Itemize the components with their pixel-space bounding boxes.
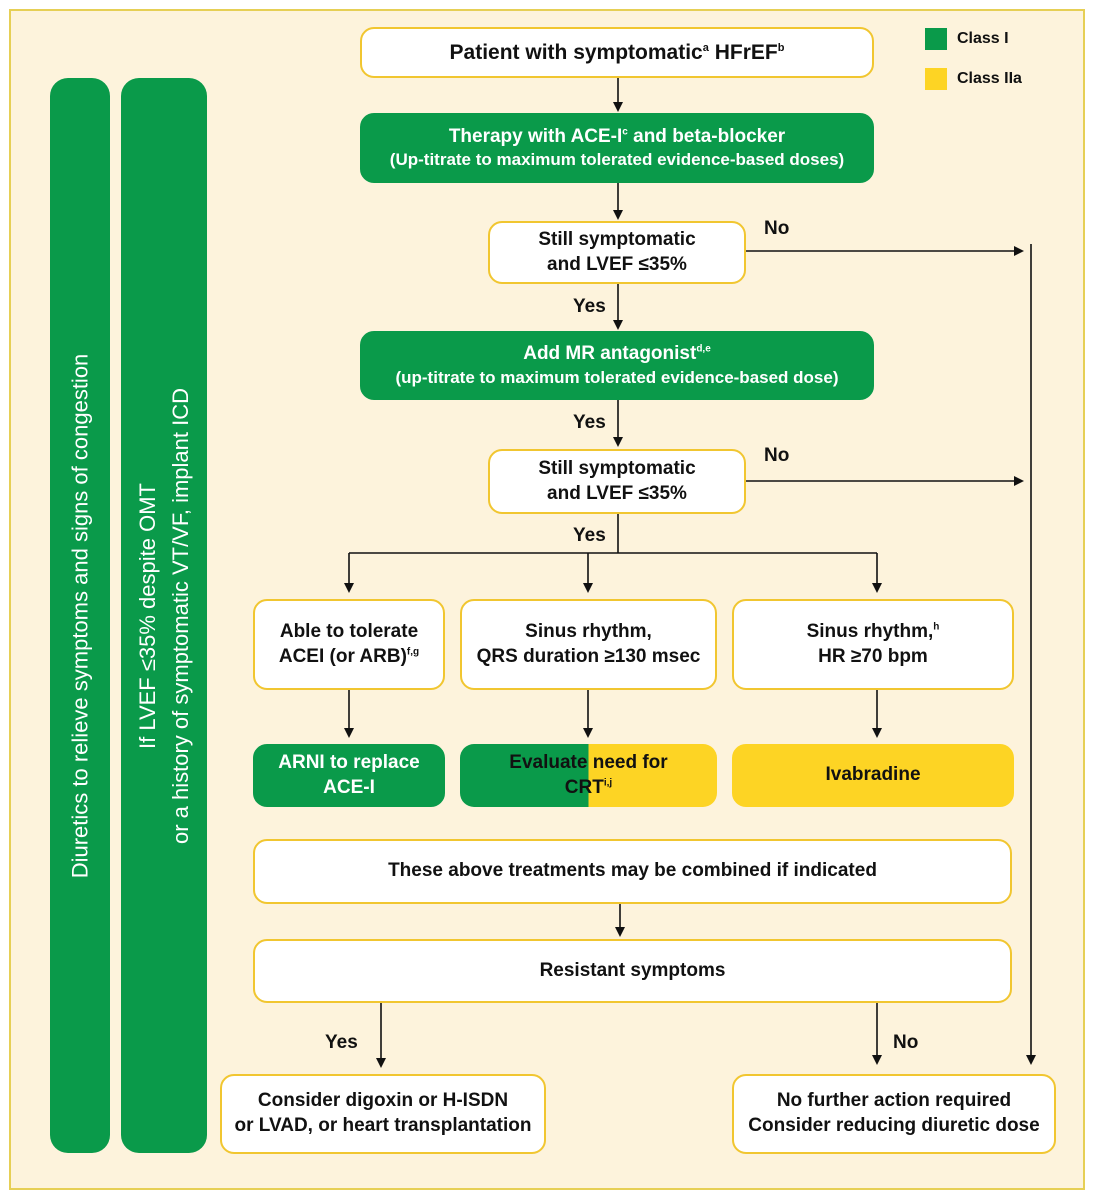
edge-label-yes-1: Yes	[573, 296, 606, 317]
node-digoxin-line2: or LVAD, or heart transplantation	[234, 1115, 532, 1136]
node-tolerate-line1: Able to tolerate	[279, 620, 419, 642]
icd-bar: If LVEF ≤35% despite OMT or a history of…	[121, 78, 207, 1153]
icd-bar-line1: If LVEF ≤35% despite OMT	[135, 482, 160, 749]
node-digoxin-line1: Consider digoxin or H-ISDN	[257, 1090, 509, 1112]
node-sinus-qrs: Sinus rhythm, QRS duration ≥130 msec	[460, 599, 717, 690]
node-arni-line2: ACE-I	[323, 776, 375, 798]
node-sinus-hr-line2: HR ≥70 bpm	[818, 645, 928, 667]
node-start-text: Patient with symptomatica HFrEFb	[449, 40, 785, 64]
legend-label-class-2a: Class IIa	[957, 70, 1022, 87]
node-therapy-line2: (Up-titrate to maximum tolerated evidenc…	[389, 150, 845, 170]
edge-label-yes-4: Yes	[325, 1032, 358, 1053]
node-mra-line1: Add MR antagonistd,e	[523, 343, 711, 365]
node-sinus-qrs-line2: QRS duration ≥130 msec	[476, 645, 701, 667]
icd-bar-line2: or a history of symptomatic VT/VF, impla…	[168, 387, 193, 844]
node-crt-line1: Evaluate need for	[509, 751, 668, 773]
edge-label-no-3: No	[893, 1032, 919, 1053]
node-crt: Evaluate need for CRTi,j	[460, 744, 717, 807]
node-start: Patient with symptomatica HFrEFb	[360, 27, 874, 78]
edge-label-no-1: No	[764, 218, 790, 239]
edge-label-yes-3: Yes	[573, 525, 606, 546]
node-arni-line1: ARNI to replace	[278, 751, 420, 773]
legend-label-class-1: Class I	[957, 30, 1009, 47]
node-digoxin: Consider digoxin or H-ISDN or LVAD, or h…	[220, 1074, 546, 1154]
node-check1-line2: and LVEF ≤35%	[547, 253, 687, 275]
node-ivabradine: Ivabradine	[732, 744, 1014, 807]
legend-swatch-class-1	[925, 28, 947, 50]
node-no-action: No further action required Consider redu…	[732, 1074, 1056, 1154]
node-sinus-hr: Sinus rhythm,h HR ≥70 bpm	[732, 599, 1014, 690]
node-ivabradine-text: Ivabradine	[825, 764, 921, 786]
node-resistant-text: Resistant symptoms	[539, 959, 726, 981]
node-therapy-line1: Therapy with ACE-Ic and beta-blocker	[448, 125, 786, 147]
node-combined-text: These above treatments may be combined i…	[388, 860, 877, 882]
node-tolerate: Able to tolerate ACEI (or ARB)f,g	[253, 599, 445, 690]
node-therapy: Therapy with ACE-Ic and beta-blocker (Up…	[360, 113, 874, 183]
node-arni: ARNI to replace ACE-I	[253, 744, 445, 807]
node-check1-line1: Still symptomatic	[538, 228, 696, 250]
node-no-action-line2: Consider reducing diuretic dose	[748, 1115, 1040, 1136]
diuretics-bar: Diuretics to relieve symptoms and signs …	[50, 78, 110, 1153]
node-tolerate-line2: ACEI (or ARB)f,g	[278, 645, 420, 667]
node-combined: These above treatments may be combined i…	[253, 839, 1012, 904]
diuretics-bar-text: Diuretics to relieve symptoms and signs …	[67, 353, 93, 878]
node-resistant: Resistant symptoms	[253, 939, 1012, 1003]
node-no-action-line1: No further action required	[776, 1090, 1012, 1112]
node-check2-line1: Still symptomatic	[538, 457, 696, 479]
node-check1: Still symptomatic and LVEF ≤35%	[488, 221, 746, 284]
edge-label-no-2: No	[764, 445, 790, 466]
node-mra-line2: (up-titrate to maximum tolerated evidenc…	[395, 367, 839, 387]
icd-bar-text: If LVEF ≤35% despite OMT or a history of…	[131, 387, 197, 843]
node-check2-line2: and LVEF ≤35%	[547, 482, 687, 504]
node-crt-line2: CRTi,j	[564, 776, 613, 798]
node-sinus-hr-line1: Sinus rhythm,h	[806, 620, 940, 642]
legend-swatch-class-2a	[925, 68, 947, 90]
edge-label-yes-2: Yes	[573, 412, 606, 433]
node-check2: Still symptomatic and LVEF ≤35%	[488, 449, 746, 514]
node-mra: Add MR antagonistd,e (up-titrate to maxi…	[360, 331, 874, 400]
node-sinus-qrs-line1: Sinus rhythm,	[525, 620, 652, 642]
